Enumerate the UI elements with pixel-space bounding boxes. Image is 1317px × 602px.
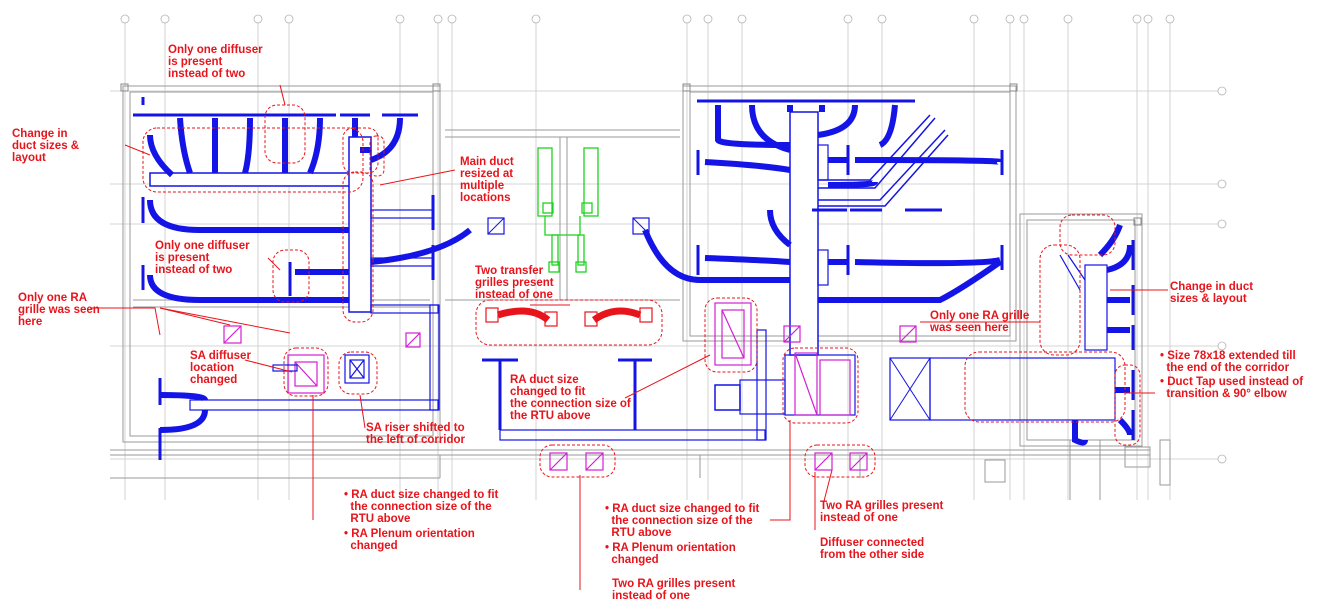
grid-bubbles <box>120 14 1227 464</box>
annotation-two-ra-grilles-bottom: Two RA grilles present instead of one <box>612 578 736 602</box>
annotation-one-ra-grille-right: Only one RA grille was seen here <box>930 310 1030 334</box>
transfer-duct-red <box>485 307 653 327</box>
annotation-one-diffuser-top: Only one diffuser is present instead of … <box>168 44 263 80</box>
ra-plenums <box>223 302 917 471</box>
annotation-duct-tap: • Duct Tap used instead of transition & … <box>1160 376 1304 400</box>
annotation-main-duct-resized: Main duct resized at multiple locations <box>460 156 514 204</box>
revision-clouds <box>142 104 1141 478</box>
annotation-ra-duct-size-left: • RA duct size changed to fit the connec… <box>344 489 499 525</box>
supply-ductwork-right <box>696 99 1004 356</box>
annotation-ra-plenum-right: • RA Plenum orientation changed <box>605 542 736 566</box>
annotation-change-duct-sizes-left: Change in duct sizes & layout <box>12 128 80 164</box>
return-ductwork-center <box>482 217 856 441</box>
ductwork-far-right <box>889 223 1135 500</box>
annotation-sa-diffuser-location: SA diffuser location changed <box>190 350 251 386</box>
transfer-ductwork <box>537 147 599 273</box>
leader-lines <box>90 84 1168 590</box>
columns <box>120 83 1142 226</box>
annotation-two-transfer-grilles: Two transfer grilles present instead of … <box>475 265 554 301</box>
annotation-ra-duct-size-right: • RA duct size changed to fit the connec… <box>605 503 760 539</box>
annotation-change-duct-sizes-right: Change in duct sizes & layout <box>1170 281 1254 305</box>
supply-ductwork-left <box>133 97 505 460</box>
annotation-two-ra-grilles-right: Two RA grilles present instead of one <box>820 500 944 524</box>
walls <box>110 85 1171 486</box>
annotation-ra-plenum-left: • RA Plenum orientation changed <box>344 528 475 552</box>
annotation-size-78x18: • Size 78x18 extended till the end of th… <box>1160 350 1296 374</box>
annotation-one-diffuser-middle: Only one diffuser is present instead of … <box>155 240 250 276</box>
sa-riser <box>272 354 370 384</box>
annotation-one-ra-grille-left: Only one RA grille was seen here <box>18 292 100 328</box>
annotation-ra-duct-size-center: RA duct size changed to fit the connecti… <box>510 374 631 422</box>
annotation-sa-riser-shifted: SA riser shifted to the left of corridor <box>366 422 466 446</box>
annotation-diffuser-other-side: Diffuser connected from the other side <box>820 537 925 561</box>
grid-lines <box>110 18 1222 500</box>
